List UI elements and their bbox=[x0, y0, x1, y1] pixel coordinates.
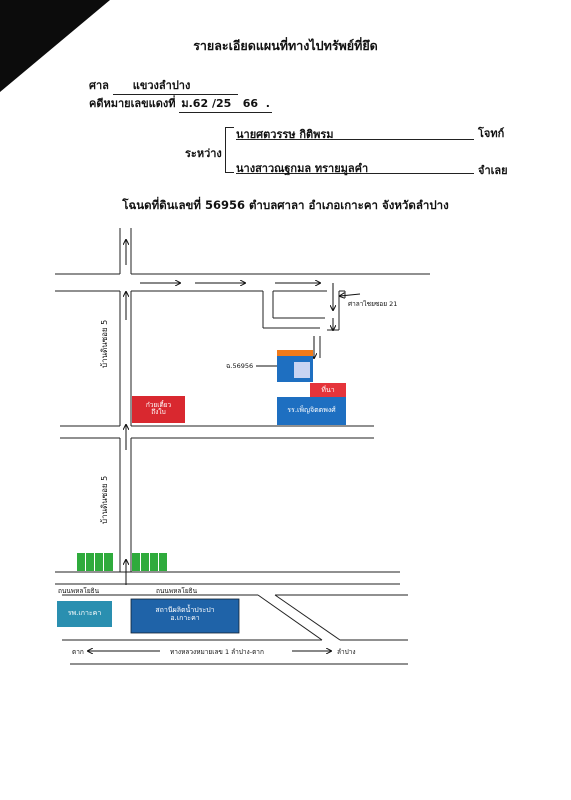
soi21-label: ศาลาไชยซอย 21 bbox=[348, 300, 398, 308]
court-line: ศาล แขวงลำปาง bbox=[89, 76, 238, 95]
hospital-label: รพ.เกาะคา bbox=[67, 609, 102, 617]
between-label: ระหว่าง bbox=[185, 147, 222, 160]
highway-left-label: ตาก bbox=[72, 648, 84, 656]
deed-description: โฉนดที่ดินเลขที่ 56956 ตำบลศาลา อำเภอเกา… bbox=[122, 198, 449, 212]
case-label: คดีหมายเลขแดงที่ bbox=[89, 97, 176, 110]
defendant-role: จำเลย bbox=[478, 164, 508, 177]
tree-blocks bbox=[77, 553, 167, 571]
plaintiff-name: นายศตวรรษ กิติพรม bbox=[236, 125, 474, 141]
school-block bbox=[277, 397, 346, 425]
court-value: แขวงลำปาง bbox=[112, 76, 238, 95]
hospital-block bbox=[57, 601, 112, 627]
noodle-shop-block bbox=[132, 396, 185, 423]
road-lines bbox=[55, 228, 430, 665]
noodle-shop-label: ก๋วยเตี๋ยว ถึงใบ bbox=[145, 401, 172, 417]
water-station-label: สถานีผลิตน้ำประปา อ.เกาะคา bbox=[155, 606, 215, 623]
case-prefix: ม.62 bbox=[181, 97, 209, 110]
parcel-top bbox=[277, 350, 313, 356]
defendant-name: นางสาวณฐกมล ทรายมูลคำ bbox=[236, 159, 474, 175]
parties-bracket bbox=[225, 127, 234, 173]
case-line: คดีหมายเลขแดงที่ ม.62 /25 66 . bbox=[89, 94, 272, 113]
field-block bbox=[310, 383, 346, 397]
school-label: รร.เพ็ญจิตตพงศ์ bbox=[287, 406, 336, 414]
scan-corner-shadow bbox=[0, 0, 110, 92]
case-end: . bbox=[265, 97, 270, 110]
plaintiff-role: โจทก์ bbox=[478, 127, 505, 140]
soi5-lower-label: บ้านดินซอย 5 bbox=[100, 475, 109, 524]
field-label: ที่นา bbox=[321, 386, 335, 394]
highway-center-label: ทางหลวงหมายเลข 1 ลำปาง-ตาก bbox=[170, 648, 264, 656]
parcel-house bbox=[294, 362, 310, 378]
road-label-left: ถนนพหลโยธิน bbox=[58, 587, 100, 595]
court-label: ศาล bbox=[89, 79, 109, 92]
water-station-block bbox=[130, 598, 240, 634]
case-year: 66 bbox=[242, 97, 259, 110]
case-number: ม.62 /25 66 . bbox=[179, 94, 272, 113]
route-arrows bbox=[88, 240, 361, 651]
parcel-label: ฉ.56956 bbox=[226, 362, 254, 370]
road-label-right: ถนนพหลโยธิน bbox=[156, 587, 198, 595]
highway-right-label: ลำปาง bbox=[337, 648, 356, 656]
case-slash: /25 bbox=[211, 97, 232, 110]
soi5-upper-label: บ้านดินซอย 5 bbox=[100, 319, 109, 368]
page-title: รายละเอียดแผนที่ทางไปทรัพย์ที่ยึด bbox=[193, 38, 378, 53]
